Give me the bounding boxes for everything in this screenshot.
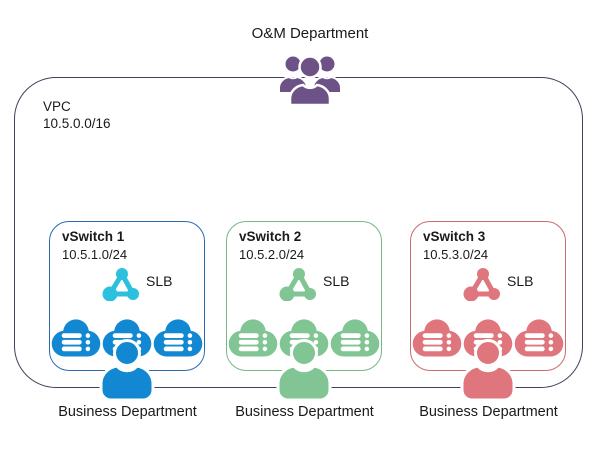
cloud-server-icon xyxy=(51,319,101,357)
vswitch-name: vSwitch 3 xyxy=(423,229,486,244)
vswitch-cidr: 10.5.3.0/24 xyxy=(423,247,489,262)
cloud-server-icon xyxy=(514,319,564,357)
vswitch-group-3: vSwitch 3 10.5.3.0/24 SLB xyxy=(410,220,567,453)
business-user-icon xyxy=(99,339,155,400)
slb-icon xyxy=(279,268,316,301)
cloud-server-icon xyxy=(412,319,462,357)
vswitch-cidr: 10.5.1.0/24 xyxy=(62,247,128,262)
business-department-label: Business Department xyxy=(419,404,558,420)
vpc-cidr: 10.5.0.0/16 xyxy=(43,116,111,131)
vswitch-cidr: 10.5.2.0/24 xyxy=(239,247,305,262)
cloud-server-icon xyxy=(153,319,203,357)
cloud-server-icon xyxy=(330,319,380,357)
business-department-label: Business Department xyxy=(58,404,197,420)
om-department-label: O&M Department xyxy=(251,25,369,42)
team-icon xyxy=(278,54,342,105)
slb-label: SLB xyxy=(323,273,350,289)
vswitch-name: vSwitch 1 xyxy=(62,229,125,244)
business-department-label: Business Department xyxy=(235,404,374,420)
vswitch-group-2: vSwitch 2 10.5.2.0/24 SLB xyxy=(226,220,383,453)
slb-label: SLB xyxy=(146,273,173,289)
slb-icon xyxy=(102,268,139,301)
vswitch-group-1: vSwitch 1 10.5.1.0/24 SLB xyxy=(49,220,206,453)
slb-icon xyxy=(463,268,500,301)
business-user-icon xyxy=(460,339,516,400)
vswitch-name: vSwitch 2 xyxy=(239,229,302,244)
server-row xyxy=(228,317,380,357)
business-user-icon xyxy=(276,339,332,400)
vpc-label-block: VPC 10.5.0.0/16 xyxy=(43,98,111,132)
cloud-server-icon xyxy=(228,319,278,357)
slb-label: SLB xyxy=(507,273,534,289)
vpc-label: VPC xyxy=(43,99,71,114)
